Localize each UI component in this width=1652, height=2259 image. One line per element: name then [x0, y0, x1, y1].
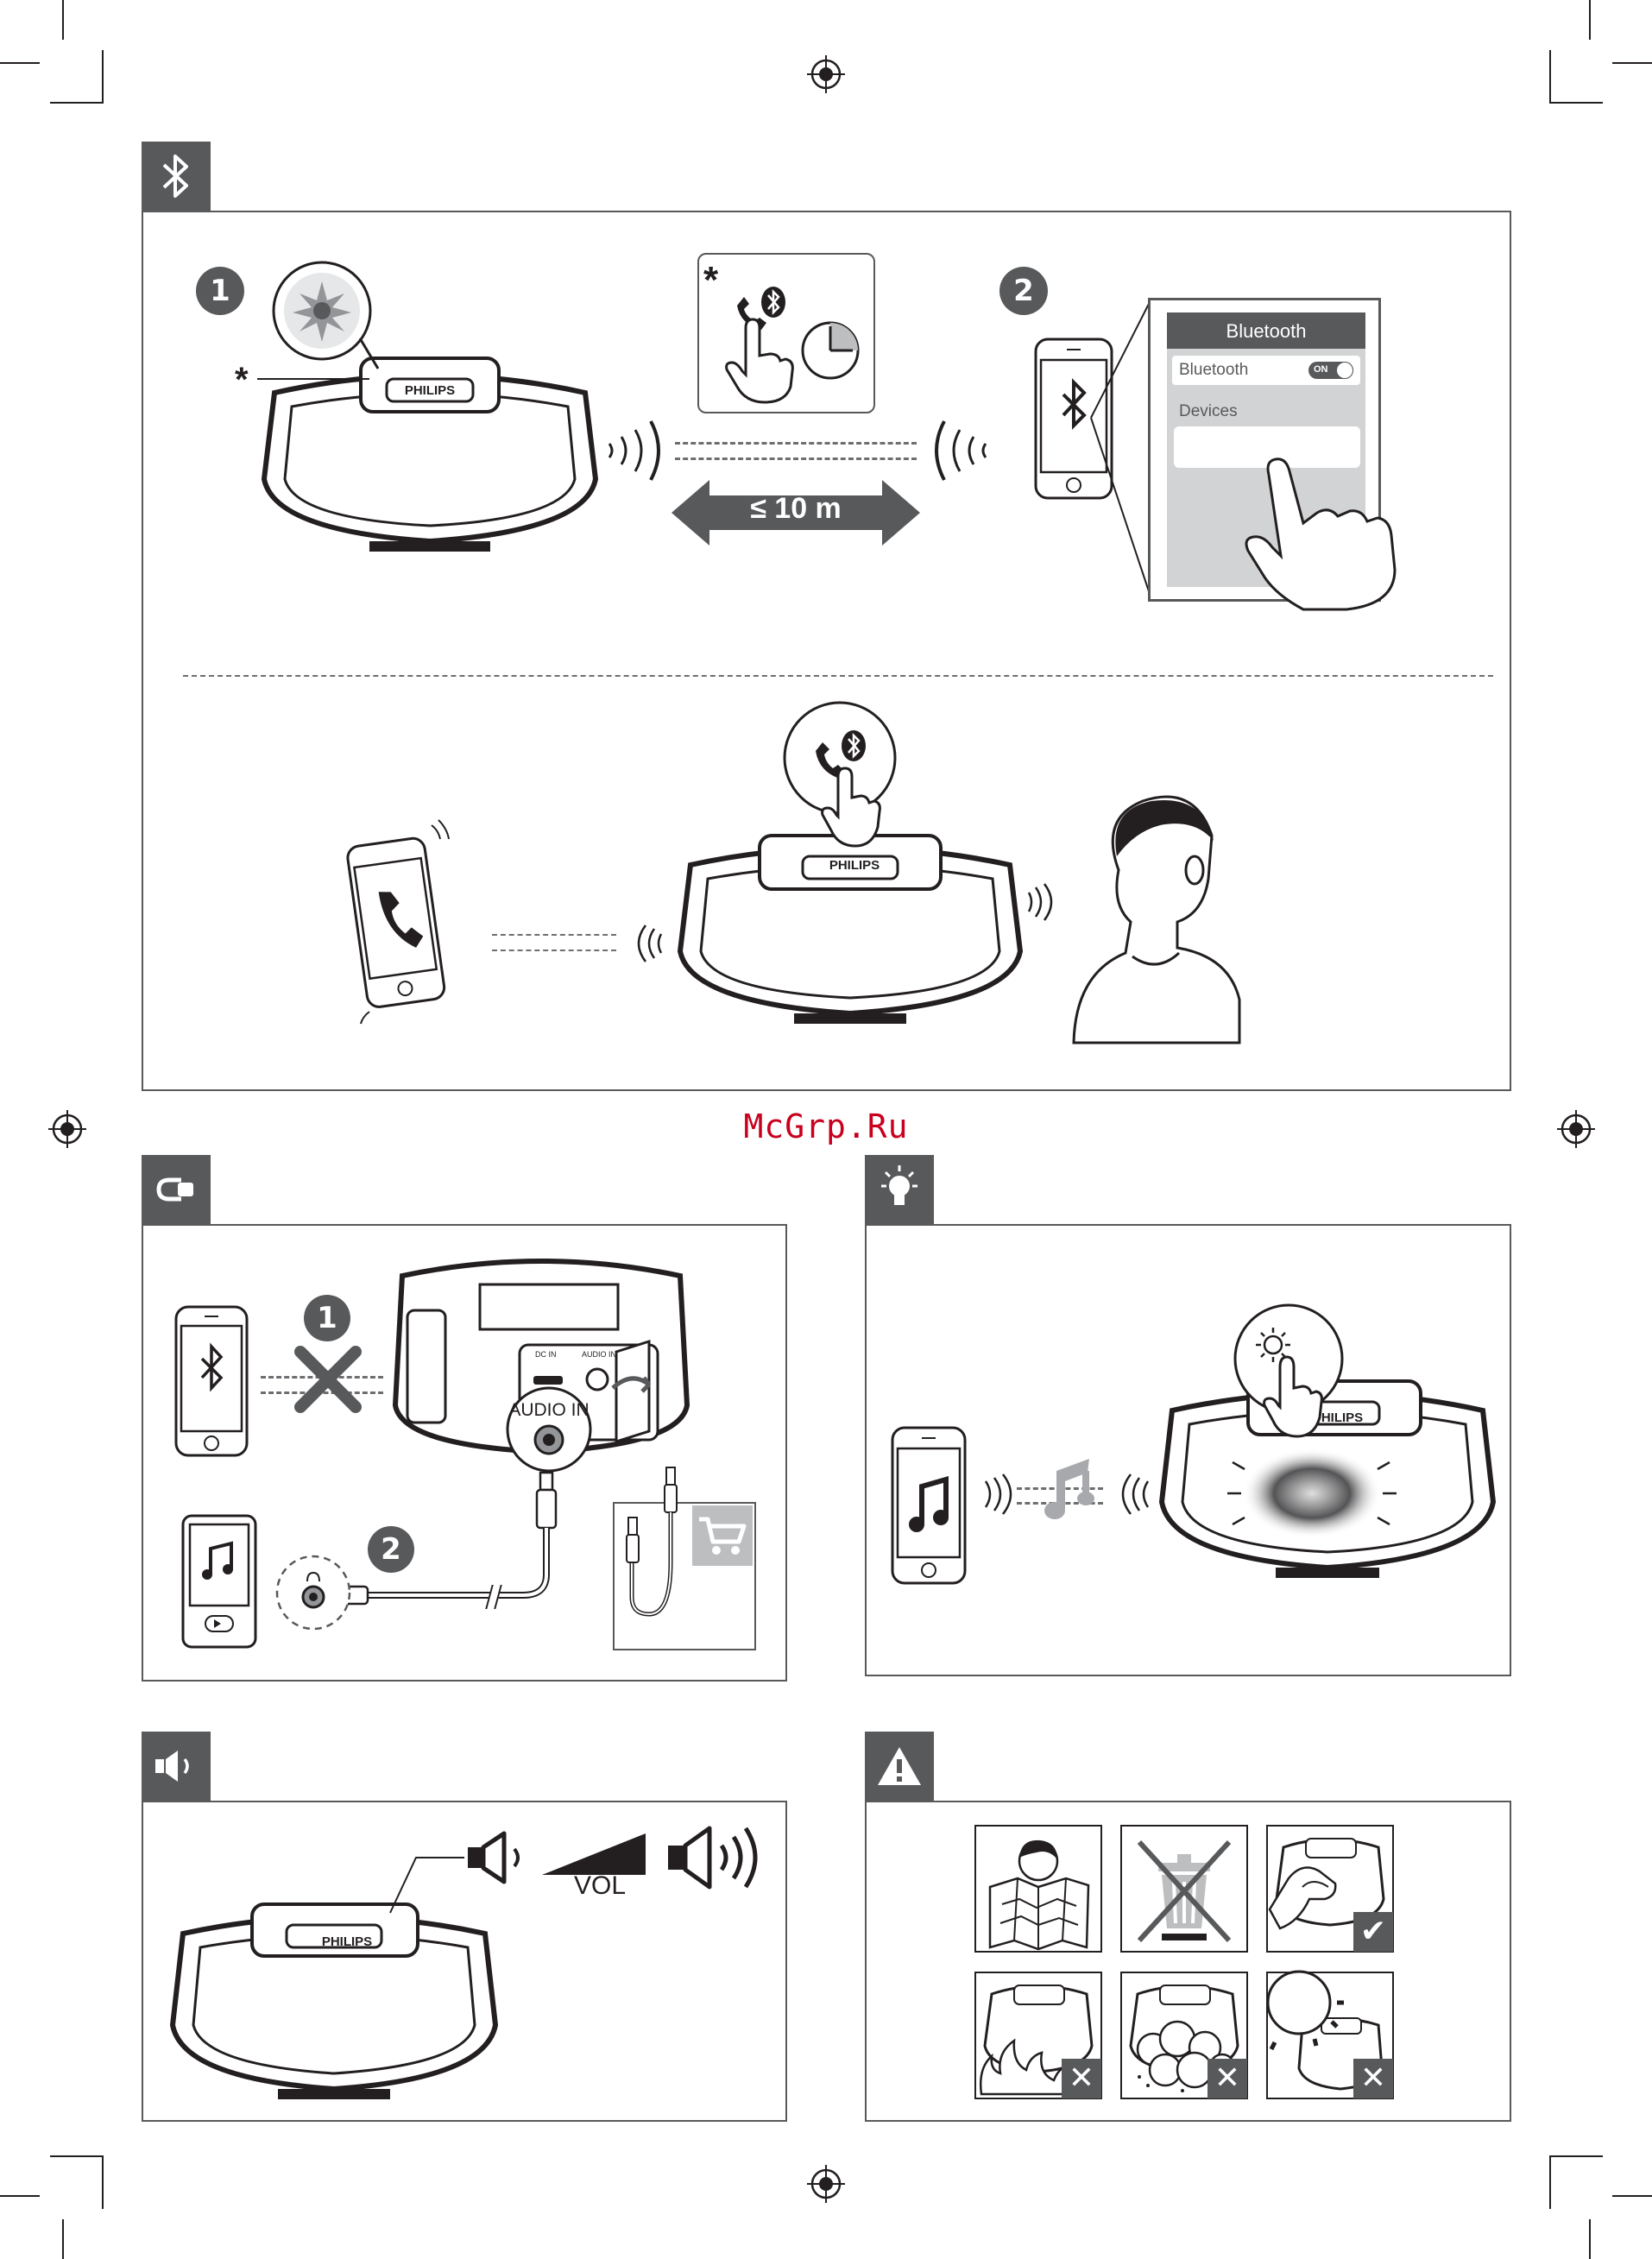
tap-hand-icon-1	[722, 319, 799, 406]
music-sound-waves-left	[980, 1474, 1015, 1514]
volume-tab	[142, 1732, 211, 1801]
audio-cable	[328, 1473, 561, 1611]
asterisk-leader-line	[257, 378, 369, 380]
step-2-badge: 2	[999, 267, 1048, 315]
plug-icon	[155, 1175, 197, 1204]
bt-toggle-label: Bluetooth	[1179, 361, 1248, 380]
shopping-cart-icon	[697, 1516, 747, 1557]
bluetooth-tab	[142, 142, 211, 211]
call-button-zoom-callout	[781, 701, 899, 853]
volume-ramp	[542, 1833, 646, 1877]
cross-mark-heat: ✕	[1062, 2059, 1101, 2098]
step-1-badge: 1	[196, 267, 244, 315]
check-mark: ✔	[1353, 1912, 1393, 1952]
speaker-illustration-volume	[166, 1896, 502, 2103]
phone-playing-music	[891, 1426, 967, 1585]
cross-mark-dust: ✕	[1207, 2059, 1247, 2098]
crop-mark-tl-v2	[62, 0, 64, 40]
crop-mark-tr-h2	[1612, 62, 1652, 64]
bluetooth-section-divider	[183, 675, 1493, 677]
crop-mark-br-v	[1549, 2155, 1551, 2209]
call-dash-top	[492, 934, 616, 936]
volume-label: VOL	[561, 1871, 639, 1901]
speaker-button-zoom-callout	[270, 261, 374, 373]
audio-in-callout-label: AUDIO IN	[506, 1400, 592, 1421]
registration-mark-bottom	[807, 2165, 845, 2203]
bt-devices-label: Devices	[1179, 402, 1238, 421]
music-note-icon	[1037, 1455, 1098, 1521]
headphone-jack-zoom	[274, 1554, 352, 1631]
audio-step-1-badge: 1	[304, 1295, 350, 1341]
light-tab	[865, 1155, 934, 1224]
volume-leader-line	[388, 1856, 466, 1915]
crop-mark-bl-v2	[62, 2219, 64, 2259]
watermark-text: McGrp.Ru	[0, 1107, 1652, 1145]
light-button-zoom-callout	[1230, 1303, 1347, 1438]
volume-low-icon	[466, 1830, 535, 1885]
crop-mark-br-h	[1549, 2155, 1603, 2157]
bt-settings-title: Bluetooth	[1167, 320, 1365, 343]
crop-mark-tl-h	[50, 102, 104, 104]
speaker-icon	[154, 1747, 199, 1785]
crop-mark-tl-v	[102, 50, 104, 104]
range-dash-bottom	[675, 457, 917, 460]
asterisk-label-1: *	[235, 361, 249, 400]
speaker-illustration-pairing	[257, 341, 602, 557]
jack-dc-label: DC IN	[535, 1350, 557, 1359]
tap-hand-icon-2	[1243, 457, 1398, 609]
crop-mark-tl-h2	[0, 62, 40, 64]
sound-waves-left	[602, 416, 672, 485]
audio-step-2-badge: 2	[368, 1526, 414, 1573]
person-reading-map-icon	[976, 1827, 1100, 1951]
crop-mark-br-h2	[1612, 2195, 1652, 2197]
crop-mark-br-v2	[1589, 2219, 1591, 2259]
bt-toggle-state: ON	[1314, 364, 1328, 375]
registration-mark-top	[807, 55, 845, 93]
asterisk-label-2: *	[703, 259, 718, 302]
person-listening-illustration	[1074, 784, 1243, 1051]
call-sound-waves-right	[1027, 882, 1062, 922]
range-dash-top	[675, 442, 917, 445]
speaker-brand-pairing: PHILIPS	[387, 383, 473, 398]
phone-bluetooth-off	[174, 1305, 249, 1457]
mp3-player	[181, 1514, 257, 1649]
call-sound-waves-left	[628, 924, 663, 963]
volume-high-icon	[666, 1823, 766, 1892]
lightbulb-icon	[878, 1165, 921, 1214]
call-dash-bottom	[492, 950, 616, 951]
bluetooth-icon	[159, 153, 193, 199]
audio-in-zoom-callout	[504, 1385, 594, 1474]
timer-clock-icon	[799, 319, 861, 382]
cross-mark-sunlight: ✕	[1353, 2059, 1393, 2098]
crossed-trash-bin-icon	[1122, 1827, 1246, 1951]
bt-toggle-knob	[1336, 362, 1353, 379]
disconnect-x-icon	[295, 1347, 361, 1412]
range-label: ≤ 10 m	[709, 492, 882, 526]
crop-mark-bl-h2	[0, 2195, 40, 2197]
speaker-brand-volume: PHILIPS	[304, 1934, 390, 1949]
warning-tab	[865, 1732, 934, 1801]
phone-incoming-call	[345, 820, 457, 1027]
sound-waves-right	[924, 416, 993, 485]
crop-mark-tr-h	[1549, 102, 1603, 104]
crop-mark-bl-h	[50, 2155, 104, 2157]
speaker-brand-call: PHILIPS	[811, 858, 898, 873]
warning-icon	[876, 1745, 923, 1787]
crop-mark-tr-v2	[1589, 0, 1591, 40]
zoom-connector-lines	[1088, 297, 1150, 599]
crop-mark-tr-v	[1549, 50, 1551, 104]
speaker-illustration-call	[673, 822, 1027, 1029]
audio-in-tab	[142, 1155, 211, 1224]
jack-audio-label: AUDIO IN	[582, 1350, 616, 1359]
music-sound-waves-right	[1119, 1474, 1153, 1514]
crop-mark-bl-v	[102, 2155, 104, 2209]
